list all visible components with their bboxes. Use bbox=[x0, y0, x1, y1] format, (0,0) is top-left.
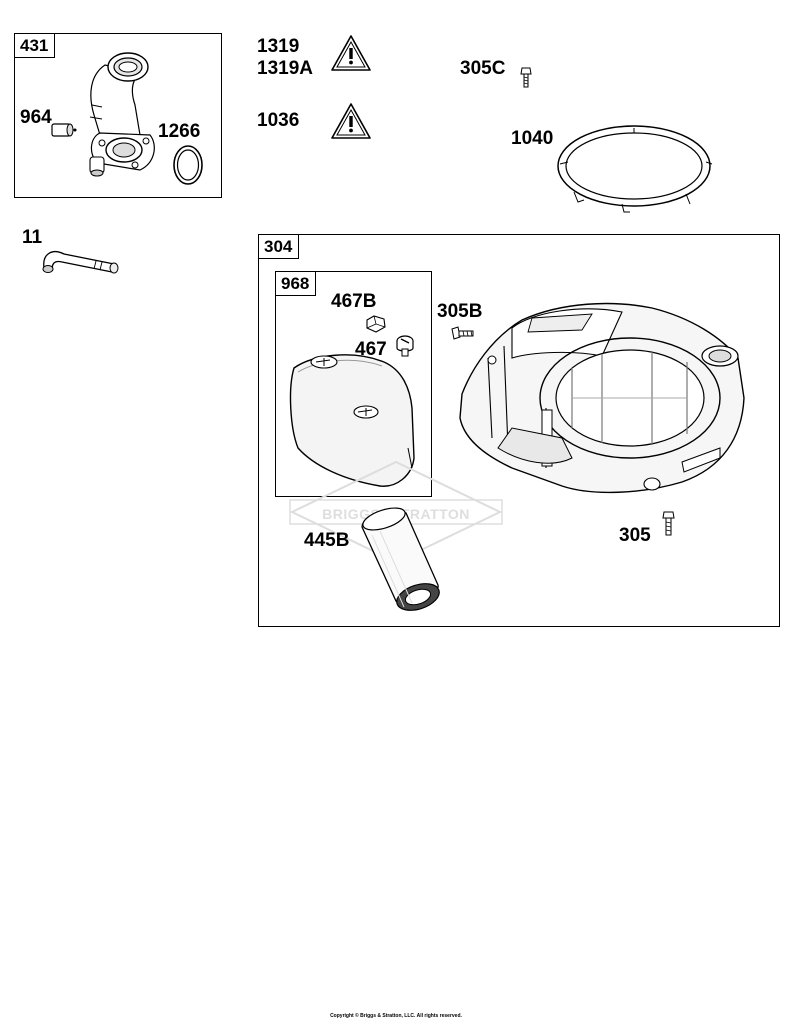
part-11-breather-hose[interactable] bbox=[36, 240, 128, 280]
assembly-431-frame: 431 bbox=[14, 33, 222, 198]
copyright-notice: Copyright © Briggs & Stratton, LLC. All … bbox=[330, 1013, 462, 1019]
part-305C-screw[interactable] bbox=[519, 66, 533, 90]
part-304-blower-housing[interactable] bbox=[452, 298, 762, 498]
part-968-air-cleaner-cover[interactable] bbox=[284, 348, 424, 490]
part-1036-label[interactable]: 1036 bbox=[257, 110, 300, 131]
assembly-431-tag: 431 bbox=[15, 34, 56, 58]
warning-triangle-icon[interactable] bbox=[330, 102, 372, 140]
part-445B-label[interactable]: 445B bbox=[304, 530, 350, 551]
assembly-968-tag: 968 bbox=[276, 272, 317, 296]
part-467B-label[interactable]: 467B bbox=[331, 291, 377, 312]
part-305B-screw[interactable] bbox=[450, 325, 476, 343]
part-1040-label[interactable]: 1040 bbox=[511, 128, 554, 149]
part-305B-label[interactable]: 305B bbox=[437, 301, 483, 322]
part-11-label[interactable]: 11 bbox=[22, 227, 43, 248]
part-1266-label[interactable]: 1266 bbox=[158, 121, 201, 142]
part-431-elbow-adapter[interactable] bbox=[80, 45, 170, 185]
part-1040-screen-ring[interactable] bbox=[554, 122, 714, 214]
part-445B-air-filter[interactable] bbox=[356, 505, 446, 619]
part-1319A-label[interactable]: 1319A bbox=[257, 58, 313, 79]
assembly-968-frame: 968 bbox=[275, 271, 432, 497]
part-964-label[interactable]: 964 bbox=[20, 107, 52, 128]
warning-triangle-icon[interactable] bbox=[330, 34, 372, 72]
part-1319-label[interactable]: 1319 bbox=[257, 36, 300, 57]
part-1266-o-ring[interactable] bbox=[170, 143, 206, 187]
part-305-label[interactable]: 305 bbox=[619, 525, 651, 546]
assembly-304-tag: 304 bbox=[259, 235, 300, 259]
part-305-screw[interactable] bbox=[661, 510, 677, 538]
part-305C-label[interactable]: 305C bbox=[460, 58, 506, 79]
assembly-304-frame: 304 bbox=[258, 234, 780, 627]
part-467B-nut[interactable] bbox=[364, 314, 388, 334]
part-467-knob[interactable] bbox=[394, 334, 416, 358]
part-467-label[interactable]: 467 bbox=[355, 339, 387, 360]
part-964-sleeve[interactable] bbox=[50, 120, 80, 140]
